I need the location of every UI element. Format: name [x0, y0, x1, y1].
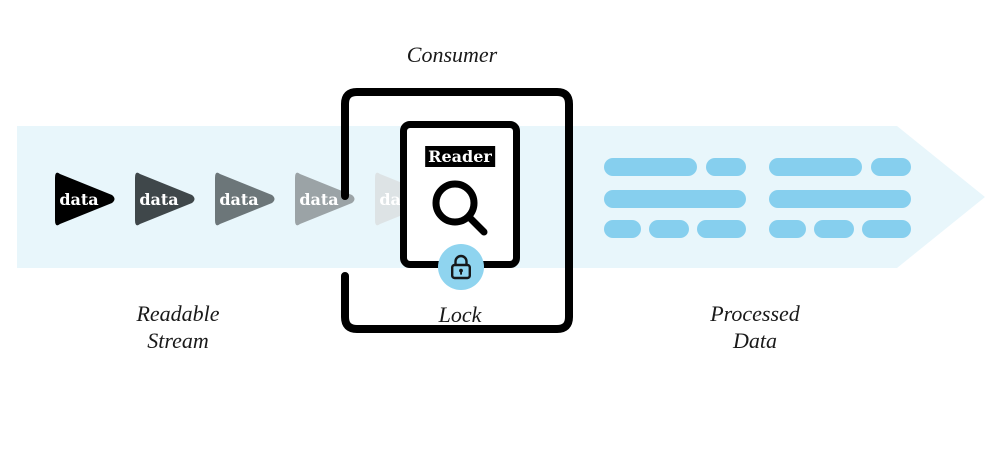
- triangle-icon: [295, 172, 355, 226]
- lock-badge[interactable]: [438, 244, 484, 290]
- magnifier-icon: [429, 178, 491, 238]
- triangle-icon: [215, 172, 275, 226]
- lock-caption: Lock: [438, 302, 482, 327]
- triangle-icon: [135, 172, 195, 226]
- processed-data-caption: Processed Data: [710, 301, 800, 353]
- processed-bar-g2-r1-1: [769, 158, 862, 176]
- processed-bar-g2-r1-2: [871, 158, 911, 176]
- triangle-icon: [55, 172, 115, 226]
- processed-bar-g2-r3-3: [862, 220, 911, 238]
- data-chunk-2: data: [130, 167, 198, 231]
- readable-stream-caption: Readable Stream: [136, 301, 220, 353]
- processed-bar-g1-r1-1: [604, 158, 697, 176]
- reader-badge-label: Reader: [425, 146, 495, 167]
- consumer-caption: Consumer: [406, 42, 498, 67]
- processed-bar-g1-r1-2: [706, 158, 746, 176]
- processed-bar-g1-r3-1: [604, 220, 641, 238]
- processed-bar-g1-r2-1: [604, 190, 746, 208]
- processed-bar-g2-r3-2: [814, 220, 854, 238]
- processed-bar-g2-r3-1: [769, 220, 806, 238]
- processed-bar-g1-r3-3: [697, 220, 746, 238]
- padlock-icon: [451, 254, 472, 280]
- data-chunk-1: data: [50, 167, 118, 231]
- consumer-bracket: [341, 88, 573, 333]
- processed-bar-g2-r2-1: [769, 190, 911, 208]
- data-chunk-3: data: [210, 167, 278, 231]
- processed-bar-g1-r3-2: [649, 220, 689, 238]
